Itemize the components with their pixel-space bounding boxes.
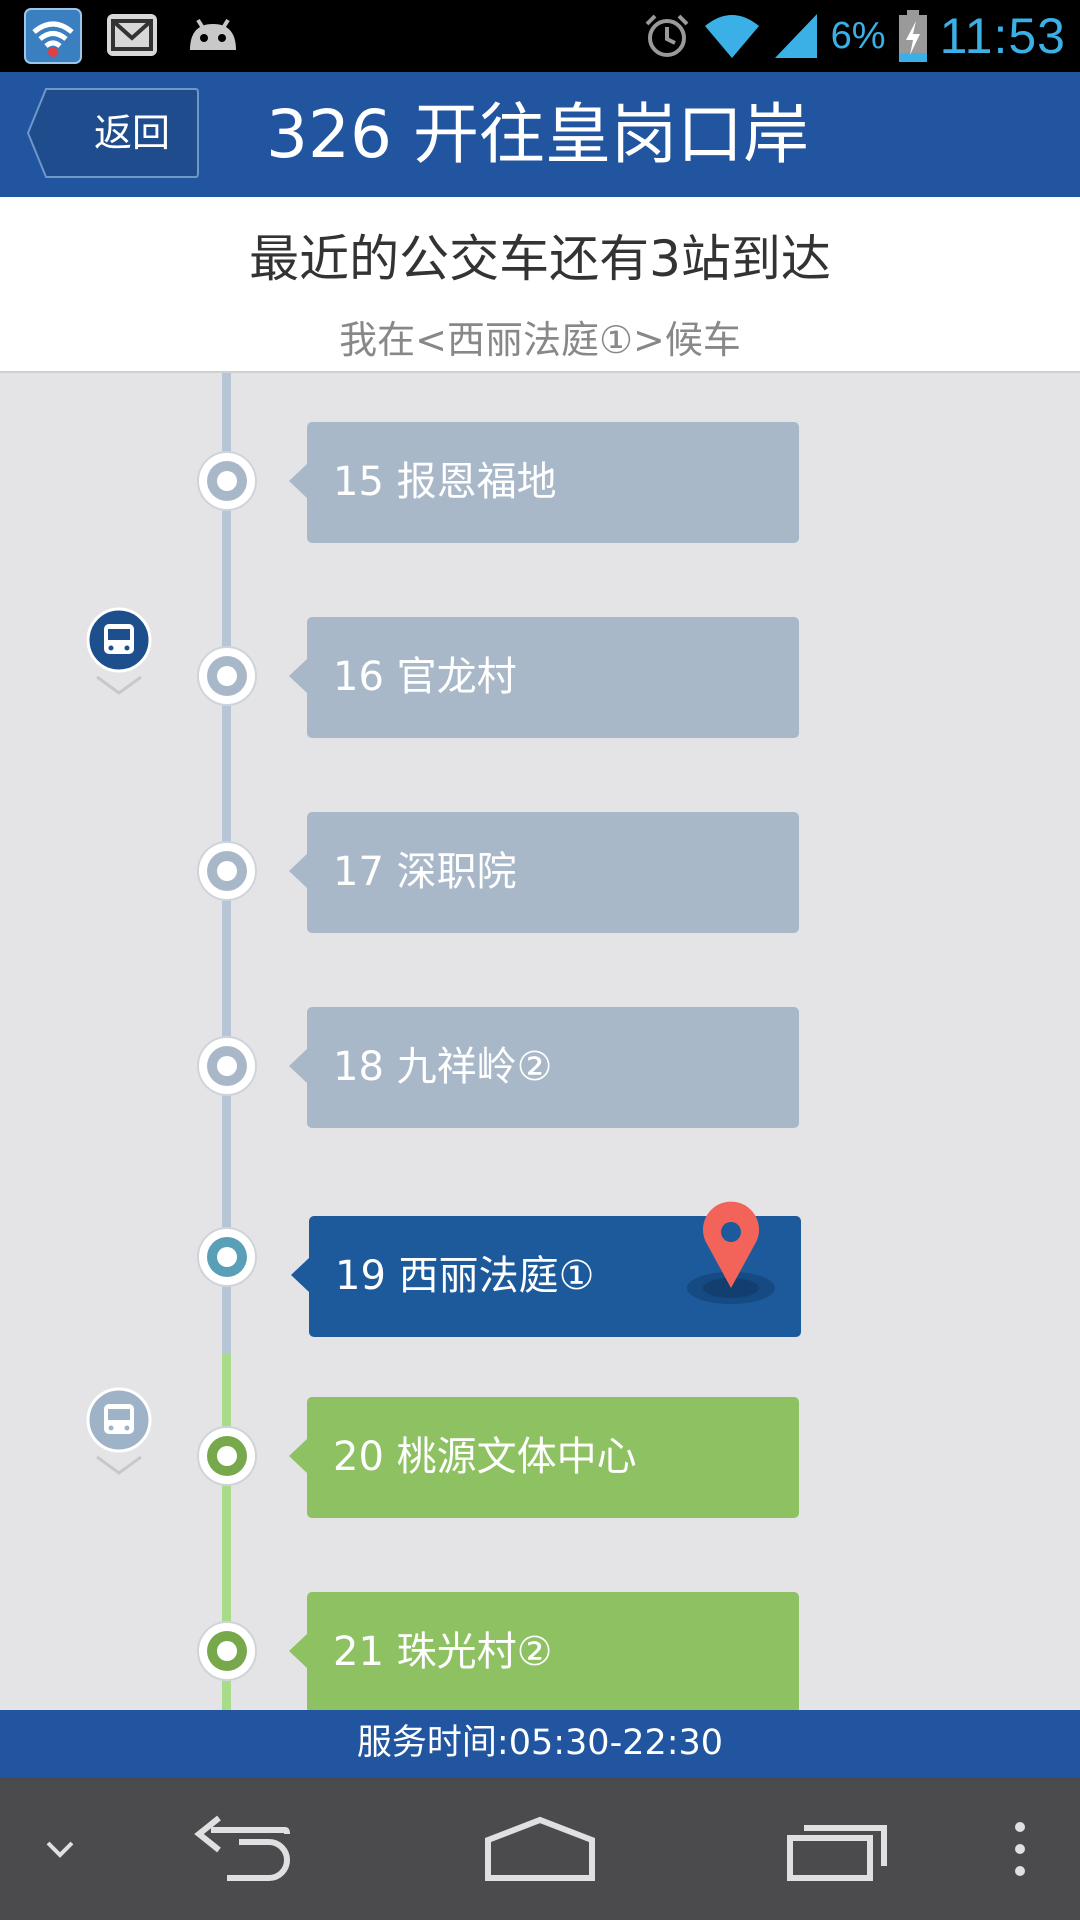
- stop-card[interactable]: 21 珠光村②: [289, 1592, 799, 1710]
- card-pointer: [289, 1634, 307, 1668]
- arrival-info: 最近的公交车还有3站到达 我在<西丽法庭①>候车: [0, 197, 1080, 373]
- mail-icon: [107, 14, 157, 56]
- recent-apps-icon: [787, 1824, 887, 1881]
- stop-node-icon: [197, 646, 257, 706]
- bus-arriving-icon: [86, 607, 152, 695]
- timeline-line-upcoming: [222, 1353, 231, 1710]
- stop-timeline: 15 报恩福地 16 官龙村 17 深职院: [0, 373, 1080, 1710]
- battery-percent: 6%: [830, 14, 886, 57]
- stop-item[interactable]: 21 珠光村②: [0, 1592, 1080, 1710]
- stop-label: 19 西丽法庭①: [335, 1253, 595, 1299]
- bus-departed-icon: [86, 1387, 152, 1475]
- system-nav-bar: [0, 1777, 1080, 1920]
- stop-item[interactable]: 16 官龙村: [0, 607, 1080, 739]
- app-header: 返回 326 开往皇岗口岸: [0, 72, 1080, 197]
- stop-card[interactable]: 15 报恩福地: [289, 422, 799, 543]
- wifi-icon: [704, 15, 759, 58]
- stop-card[interactable]: 16 官龙村: [289, 617, 799, 738]
- battery-charging-icon: [898, 10, 927, 62]
- android-icon: [190, 18, 236, 50]
- stop-card[interactable]: 20 桃源文体中心: [289, 1397, 799, 1518]
- page-title: 326 开往皇岗口岸: [266, 96, 809, 173]
- stop-node-current-icon: [197, 1227, 257, 1287]
- service-hours: 服务时间:05:30-22:30: [356, 1723, 724, 1763]
- stop-node-icon: [197, 1036, 257, 1096]
- card-pointer: [289, 1049, 307, 1083]
- home-icon: [485, 1816, 595, 1881]
- stop-item-current[interactable]: 19 西丽法庭①: [0, 1201, 1080, 1338]
- home-button[interactable]: [470, 1777, 610, 1920]
- back-button[interactable]: 返回: [26, 87, 200, 179]
- stop-label: 15 报恩福地: [333, 459, 557, 505]
- card-pointer: [291, 1258, 309, 1292]
- waiting-stop: 我在<西丽法庭①>候车: [339, 318, 741, 362]
- arrival-status: 最近的公交车还有3站到达: [249, 230, 831, 288]
- alarm-icon: [645, 14, 689, 57]
- stop-node-icon: [197, 1426, 257, 1486]
- card-pointer: [289, 854, 307, 888]
- stop-label: 17 深职院: [333, 849, 517, 895]
- overflow-menu-icon: [1015, 1821, 1025, 1876]
- stop-label: 21 珠光村②: [333, 1629, 553, 1675]
- stop-card[interactable]: 18 九祥岭②: [289, 1007, 799, 1128]
- stop-item[interactable]: 15 报恩福地: [0, 422, 1080, 544]
- stop-item[interactable]: 20 桃源文体中心: [0, 1387, 1080, 1519]
- card-pointer: [289, 1439, 307, 1473]
- overflow-menu-button[interactable]: [990, 1777, 1050, 1920]
- stop-node-icon: [197, 841, 257, 901]
- recent-apps-button[interactable]: [770, 1777, 910, 1920]
- stop-item[interactable]: 17 深职院: [0, 812, 1080, 934]
- back-nav-button[interactable]: [170, 1777, 310, 1920]
- back-button-label: 返回: [93, 111, 170, 155]
- clock: 11:53: [939, 8, 1066, 64]
- stop-node-icon: [197, 451, 257, 511]
- stop-item[interactable]: 18 九祥岭②: [0, 1007, 1080, 1129]
- stop-node-icon: [197, 1621, 257, 1681]
- stop-card[interactable]: 17 深职院: [289, 812, 799, 933]
- stop-label: 20 桃源文体中心: [333, 1434, 637, 1480]
- stop-card-current[interactable]: 19 西丽法庭①: [291, 1201, 801, 1337]
- chevron-down-button[interactable]: [20, 1777, 100, 1920]
- card-pointer: [289, 464, 307, 498]
- back-icon: [194, 1815, 290, 1881]
- location-pin-icon: [687, 1201, 775, 1304]
- wifi-alert-icon: [24, 8, 82, 64]
- signal-icon: [774, 14, 817, 58]
- card-pointer: [289, 659, 307, 693]
- stop-label: 16 官龙村: [333, 654, 517, 700]
- chevron-down-icon: [46, 1841, 74, 1858]
- stop-label: 18 九祥岭②: [333, 1044, 553, 1090]
- status-bar: 6% 11:53: [0, 0, 1080, 72]
- service-hours-bar: 服务时间:05:30-22:30: [0, 1710, 1080, 1777]
